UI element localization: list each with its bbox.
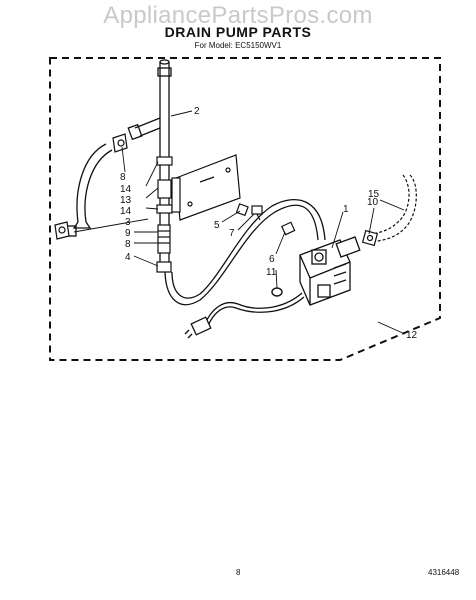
diagram-title: DRAIN PUMP PARTS — [164, 24, 312, 40]
document-number: 4316448 — [428, 568, 460, 577]
callout-14-top: 14 — [120, 184, 132, 195]
pump-drain-hose — [164, 198, 326, 306]
callout-8-top: 8 — [120, 172, 126, 183]
callout-8-bottom: 8 — [125, 239, 131, 250]
washer-part — [271, 287, 283, 297]
callout-4: 4 — [125, 252, 131, 263]
model-subtitle: For Model: EC5150WV1 — [194, 41, 282, 50]
hose-fitting — [280, 221, 296, 236]
tube-fittings — [156, 156, 173, 273]
page-number: 8 — [236, 568, 241, 577]
outlet-hose-part — [371, 174, 417, 243]
callout-11: 11 — [266, 267, 277, 278]
callout-13: 13 — [120, 195, 132, 206]
curved-hose-part — [61, 143, 113, 237]
outlet-clamp — [361, 229, 379, 247]
callout-9: 9 — [125, 228, 131, 239]
callout-1: 1 — [343, 204, 349, 215]
callout-14-bottom: 14 — [120, 206, 132, 217]
kit-boundary-dashed — [49, 57, 441, 361]
watermark: AppliancePartsPros.com — [103, 2, 373, 29]
power-cord — [204, 292, 305, 327]
callout-10: 10 — [367, 197, 379, 208]
power-plug — [184, 316, 212, 339]
callout-2: 2 — [194, 106, 200, 117]
callout-12: 12 — [406, 330, 418, 341]
screw-part — [235, 203, 263, 221]
callout-5: 5 — [214, 220, 220, 231]
callout-3: 3 — [125, 217, 131, 228]
callout-leaders — [73, 110, 406, 335]
mounting-bracket — [171, 154, 241, 221]
callout-6: 6 — [269, 254, 275, 265]
callout-15: 15 — [368, 189, 380, 200]
drain-pump-part — [299, 236, 361, 306]
hose-clamp — [54, 133, 128, 240]
callout-7: 7 — [229, 228, 235, 239]
